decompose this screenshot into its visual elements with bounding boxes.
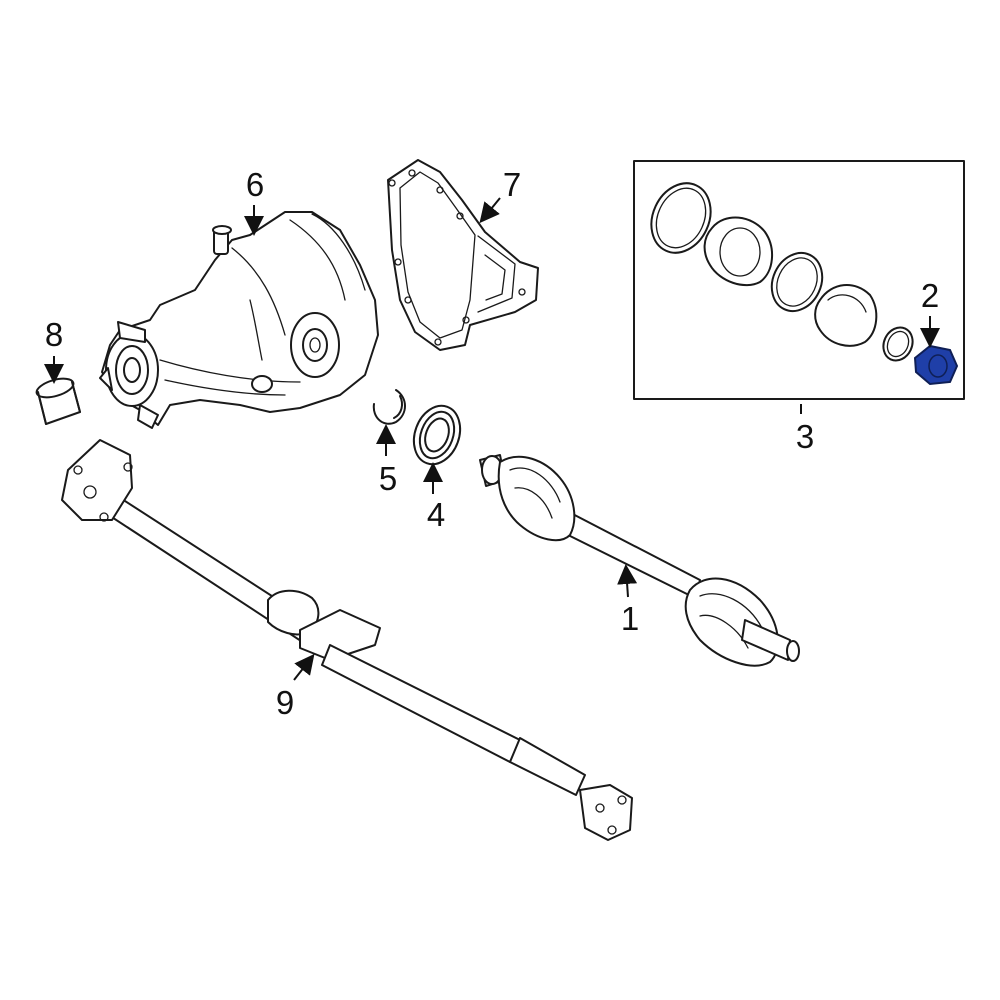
axle-nut-highlighted [913, 344, 959, 386]
callout-5: 5 [379, 460, 397, 497]
bushing [35, 377, 81, 425]
callout-2: 2 [921, 277, 939, 314]
boot-clamp-small [882, 326, 914, 362]
callout-8: 8 [45, 316, 63, 353]
snap-ring [372, 389, 406, 425]
callout-9: 9 [276, 684, 294, 721]
cv-boot [814, 283, 878, 347]
oil-seal [412, 404, 462, 466]
callout-3: 3 [796, 418, 814, 455]
callout-1: 1 [621, 600, 639, 637]
callout-7: 7 [503, 166, 521, 203]
callout-4: 4 [427, 496, 445, 533]
axle-shaft [479, 454, 800, 667]
boot-kit-inset [633, 160, 965, 400]
callout-numbers: 1 2 3 4 5 6 7 8 9 [45, 166, 939, 721]
callout-6: 6 [246, 166, 264, 203]
drive-shaft [61, 439, 633, 841]
differential-housing [99, 211, 379, 429]
leader-lines [44, 197, 940, 681]
o-ring [650, 182, 712, 254]
differential-cover [387, 159, 539, 351]
